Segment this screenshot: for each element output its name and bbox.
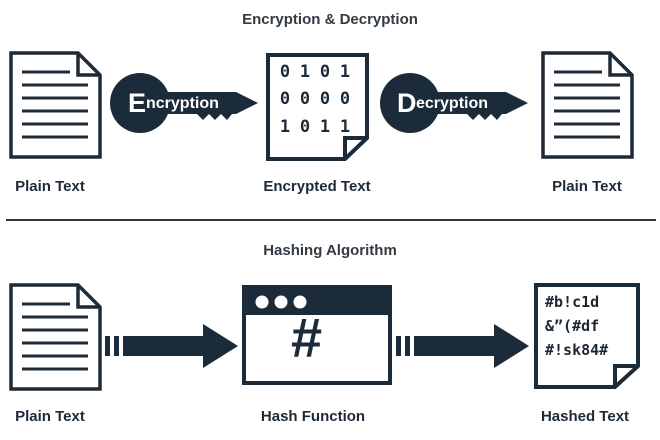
encryption-key-icon: E ncryption (110, 73, 258, 133)
decryption-key-label: ecryption (416, 95, 488, 112)
svg-text:0: 0 (280, 89, 290, 109)
arrow-right-icon (396, 324, 529, 368)
encryption-key-label: ncryption (146, 95, 219, 112)
arrow-right-icon (105, 324, 238, 368)
svg-text:1: 1 (280, 117, 290, 137)
hashed-document-icon (534, 283, 640, 389)
hashed-text-label: Hashed Text (540, 408, 630, 425)
hashed-line-2: &”(#df (545, 317, 600, 335)
hashed-line-1: #b!c1d (545, 293, 600, 311)
svg-text:0: 0 (320, 89, 330, 109)
svg-text:1: 1 (340, 117, 350, 137)
svg-text:0: 0 (300, 89, 310, 109)
svg-text:1: 1 (300, 62, 310, 82)
hash-function-window-icon (242, 285, 392, 385)
hashed-line-3: #!sk84# (545, 341, 609, 359)
svg-text:1: 1 (340, 62, 350, 82)
svg-text:E: E (128, 88, 146, 118)
svg-text:0: 0 (280, 62, 290, 82)
svg-text:D: D (397, 88, 417, 118)
plain-text-document-icon (9, 51, 102, 159)
decryption-key-icon: D ecryption (380, 73, 528, 133)
hash-symbol: # (291, 306, 323, 369)
svg-text:0: 0 (340, 89, 350, 109)
plain-text-bottom-label: Plain Text (15, 408, 85, 425)
plain-text-document-right-icon (541, 51, 634, 159)
hashing-section-title: Hashing Algorithm (263, 242, 397, 259)
hash-function-label: Hash Function (260, 408, 366, 425)
encrypted-text-label: Encrypted Text (263, 178, 371, 195)
plain-text-left-label: Plain Text (15, 178, 85, 195)
plain-text-document-bottom-icon (9, 283, 102, 391)
svg-text:0: 0 (300, 117, 310, 137)
section-divider (6, 219, 656, 221)
svg-text:0: 0 (320, 62, 330, 82)
encryption-section-title: Encryption & Decryption (242, 11, 418, 28)
svg-text:1: 1 (320, 117, 330, 137)
plain-text-right-label: Plain Text (552, 178, 622, 195)
